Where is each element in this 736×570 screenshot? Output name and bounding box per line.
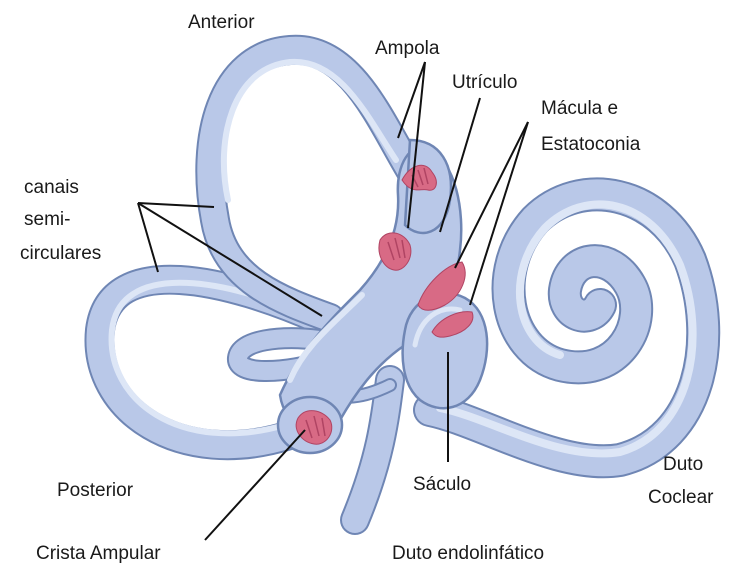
label-anterior: Anterior	[188, 12, 255, 33]
label-canais-line3: circulares	[20, 243, 101, 264]
label-crista: Crista Ampular	[36, 543, 161, 564]
label-duto-endolinfatico: Duto endolinfático	[392, 543, 544, 564]
label-ampola: Ampola	[375, 38, 440, 59]
label-duto-coclear-line2: Coclear	[648, 487, 714, 508]
label-macula-line1: Mácula e	[541, 98, 618, 119]
label-utriculo: Utrículo	[452, 72, 517, 93]
label-duto-coclear-line1: Duto	[663, 454, 703, 475]
label-canais-line1: canais	[24, 177, 79, 198]
saccule-body	[403, 293, 487, 408]
label-macula-line2: Estatoconia	[541, 134, 641, 155]
label-canais-line2: semi-	[24, 209, 70, 230]
label-saculo: Sáculo	[413, 474, 471, 495]
label-posterior: Posterior	[57, 480, 134, 501]
